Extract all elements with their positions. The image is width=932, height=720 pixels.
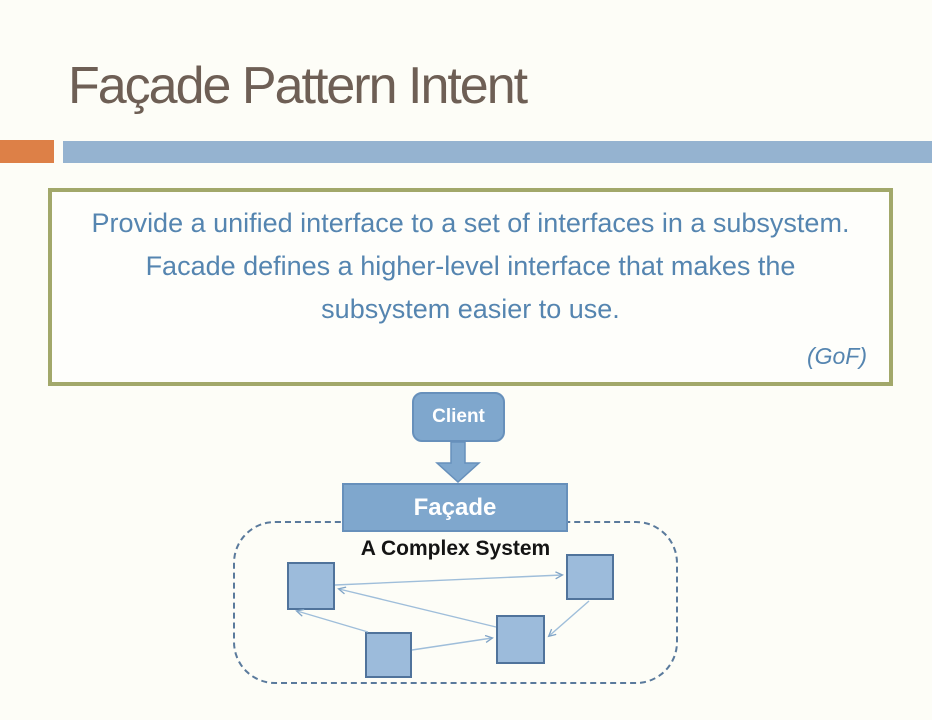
subsystem-square-right bbox=[566, 554, 614, 600]
facade-box: Façade bbox=[342, 483, 568, 532]
accent-blue-bar bbox=[63, 141, 932, 163]
client-box: Client bbox=[412, 392, 505, 442]
subsystem-square-left bbox=[287, 562, 335, 610]
client-to-facade-arrow bbox=[435, 442, 481, 483]
client-label: Client bbox=[432, 406, 485, 427]
subsystem-square-bottom bbox=[365, 632, 412, 678]
subsystem-square-middle bbox=[496, 615, 545, 664]
down-block-arrow-icon bbox=[435, 442, 481, 483]
quote-attribution: (GoF) bbox=[806, 343, 867, 369]
complex-system-label: A Complex System bbox=[360, 537, 551, 560]
quote-text: Provide a unified interface to a set of … bbox=[91, 208, 850, 324]
slide-title: Façade Pattern Intent bbox=[68, 57, 528, 115]
facade-label: Façade bbox=[413, 493, 497, 521]
quote-box: Provide a unified interface to a set of … bbox=[48, 188, 893, 386]
accent-orange-square bbox=[0, 140, 54, 163]
